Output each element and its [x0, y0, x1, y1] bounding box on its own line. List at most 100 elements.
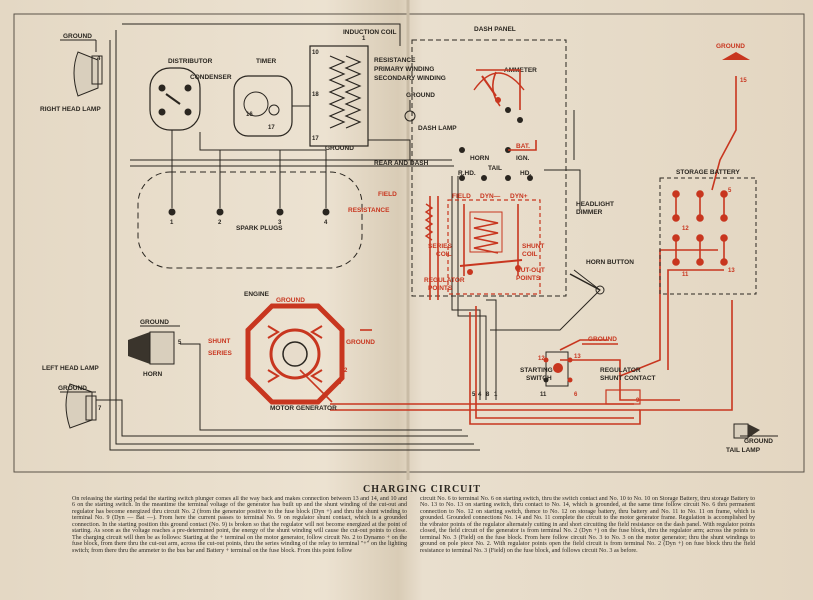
horn-button-label: HORN BUTTON	[586, 259, 634, 266]
hd-label: HD.	[520, 170, 531, 177]
ground-label-dash: GROUND	[406, 92, 435, 99]
rhd-label: R.HD.	[458, 170, 476, 177]
cutout-points-label-2: POINTS	[516, 275, 541, 282]
shunt-coil-label-2: COIL	[522, 251, 538, 258]
black-wires	[96, 23, 601, 451]
ground-label-battery: GROUND	[716, 43, 745, 50]
ground-label-generator-right: GROUND	[346, 339, 375, 346]
right-head-lamp-label: RIGHT HEAD LAMP	[40, 106, 101, 113]
svg-text:4: 4	[324, 220, 328, 226]
distributor: DISTRIBUTOR	[149, 58, 213, 131]
ground-label-lhl: GROUND	[58, 385, 87, 392]
horn-label: HORN	[143, 371, 162, 378]
svg-text:15: 15	[740, 78, 747, 84]
field-resistance-label-1: FIELD	[378, 191, 397, 198]
series-coil-label-2: COIL	[436, 251, 452, 258]
ground-label-coil: GROUND	[325, 145, 354, 152]
starting-switch-label-1: STARTING	[520, 367, 553, 374]
svg-text:9: 9	[636, 398, 640, 404]
svg-text:18: 18	[312, 92, 319, 98]
timer-label: TIMER	[256, 58, 277, 65]
regulator-points-label-1: REGULATOR	[424, 277, 465, 284]
red-charging-wires	[299, 69, 737, 425]
tail-lamp: GROUND TAIL LAMP	[726, 423, 778, 454]
ground-top-right: GROUND 15	[716, 43, 750, 84]
svg-text:5: 5	[728, 188, 732, 194]
distributor-label: DISTRIBUTOR	[168, 58, 213, 65]
engine: 1 2 3 4 SPARK PLUGS ENGINE	[137, 171, 363, 298]
svg-text:6: 6	[574, 392, 578, 398]
svg-text:10: 10	[312, 50, 319, 56]
field-resistance-label-2: RESISTANCE	[348, 207, 390, 214]
svg-text:1: 1	[494, 392, 498, 398]
svg-text:7: 7	[98, 406, 102, 412]
svg-text:12: 12	[538, 356, 545, 362]
svg-text:17: 17	[268, 125, 275, 131]
svg-text:1: 1	[170, 220, 174, 226]
induction-coil: INDUCTION COIL RESISTANCE PRIMARY WINDIN…	[309, 29, 446, 152]
dash-lamp-label: DASH LAMP	[418, 125, 457, 132]
right-head-lamp: GROUND RIGHT HEAD LAMP 4	[40, 33, 103, 113]
motor-generator: GROUND GROUND SHUNT SERIES MOTOR GENERAT…	[208, 297, 375, 412]
horn-fuse-label: HORN	[470, 155, 489, 162]
shunt-coil-label-1: SHUNT	[522, 243, 544, 250]
ground-label-tail: GROUND	[744, 438, 773, 445]
regulator-shunt-contact: GROUND REGULATOR SHUNT CONTACT 9	[582, 336, 656, 405]
dyn-minus-label: DYN—	[480, 193, 501, 200]
condenser-label: CONDENSER	[190, 74, 232, 81]
field-label: FIELD	[452, 193, 471, 200]
svg-text:17: 17	[312, 136, 319, 142]
shunt-label: SHUNT	[208, 338, 230, 345]
caption-left-column: On releasing the starting pedal the star…	[72, 496, 407, 554]
induction-coil-label: INDUCTION COIL	[343, 29, 396, 36]
svg-text:11: 11	[540, 392, 547, 398]
horn: GROUND HORN 5	[128, 319, 182, 378]
svg-text:4: 4	[478, 392, 482, 398]
series-label: SERIES	[208, 350, 233, 357]
terminal-4: 4	[97, 56, 101, 62]
timer: TIMER CONDENSER 16 17	[190, 58, 293, 137]
left-head-lamp: GROUND LEFT HEAD LAMP 7	[42, 365, 102, 429]
dash-panel: DASH PANEL AMMETER GROUND DASH LAMP REAR…	[348, 26, 634, 297]
motor-generator-label: MOTOR GENERATOR	[270, 405, 337, 412]
engine-label: ENGINE	[244, 291, 270, 298]
svg-text:5: 5	[178, 340, 182, 346]
wiring-diagram: GROUND RIGHT HEAD LAMP 4 GROUND LEFT HEA…	[13, 0, 805, 480]
storage-battery: STORAGE BATTERY 5 12 13 11	[659, 169, 757, 295]
svg-text:3: 3	[278, 220, 282, 226]
rear-and-dash-label: REAR AND DASH	[374, 160, 429, 167]
headlight-dimmer-label-1: HEADLIGHT	[576, 201, 614, 208]
left-head-lamp-label: LEFT HEAD LAMP	[42, 365, 99, 372]
ign-label: IGN.	[516, 155, 530, 162]
svg-text:2: 2	[218, 220, 222, 226]
dyn-plus-label: DYN+	[510, 193, 528, 200]
ammeter	[473, 72, 525, 103]
svg-text:11: 11	[682, 272, 689, 278]
svg-text:12: 12	[682, 226, 689, 232]
harness-numbers: 5 4 8 1	[472, 392, 498, 398]
series-coil-label-1: SERIES	[428, 243, 453, 250]
svg-text:3: 3	[338, 380, 342, 386]
regulator-cutout	[447, 199, 541, 295]
bat-label: BAT.	[516, 143, 530, 150]
field-resistance	[424, 203, 434, 241]
caption-title: CHARGING CIRCUIT	[363, 484, 481, 495]
storage-battery-label: STORAGE BATTERY	[676, 169, 740, 176]
caption-right-column: circuit No. 6 to terminal No. 6 on start…	[420, 496, 755, 554]
starting-switch-label-2: SWITCH	[526, 375, 552, 382]
svg-text:8: 8	[486, 392, 490, 398]
regulator-points-label-2: POINTS	[428, 285, 453, 292]
ground-label-rhl: GROUND	[63, 33, 92, 40]
ground-label-generator-top: GROUND	[276, 297, 305, 304]
cutout-points-label-1: CUT-OUT	[516, 267, 545, 274]
headlight-dimmer-label-2: DIMMER	[576, 209, 603, 216]
svg-text:16: 16	[246, 112, 253, 118]
starting-switch: STARTING SWITCH 12 13 11 6	[520, 351, 581, 398]
ground-label-regulator: GROUND	[588, 336, 617, 343]
spark-plugs-label: SPARK PLUGS	[236, 225, 283, 232]
tail-label: TAIL	[488, 165, 502, 172]
caption: CHARGING CIRCUIT On releasing the starti…	[72, 484, 772, 596]
svg-text:2: 2	[344, 368, 348, 374]
svg-text:1: 1	[362, 36, 366, 42]
